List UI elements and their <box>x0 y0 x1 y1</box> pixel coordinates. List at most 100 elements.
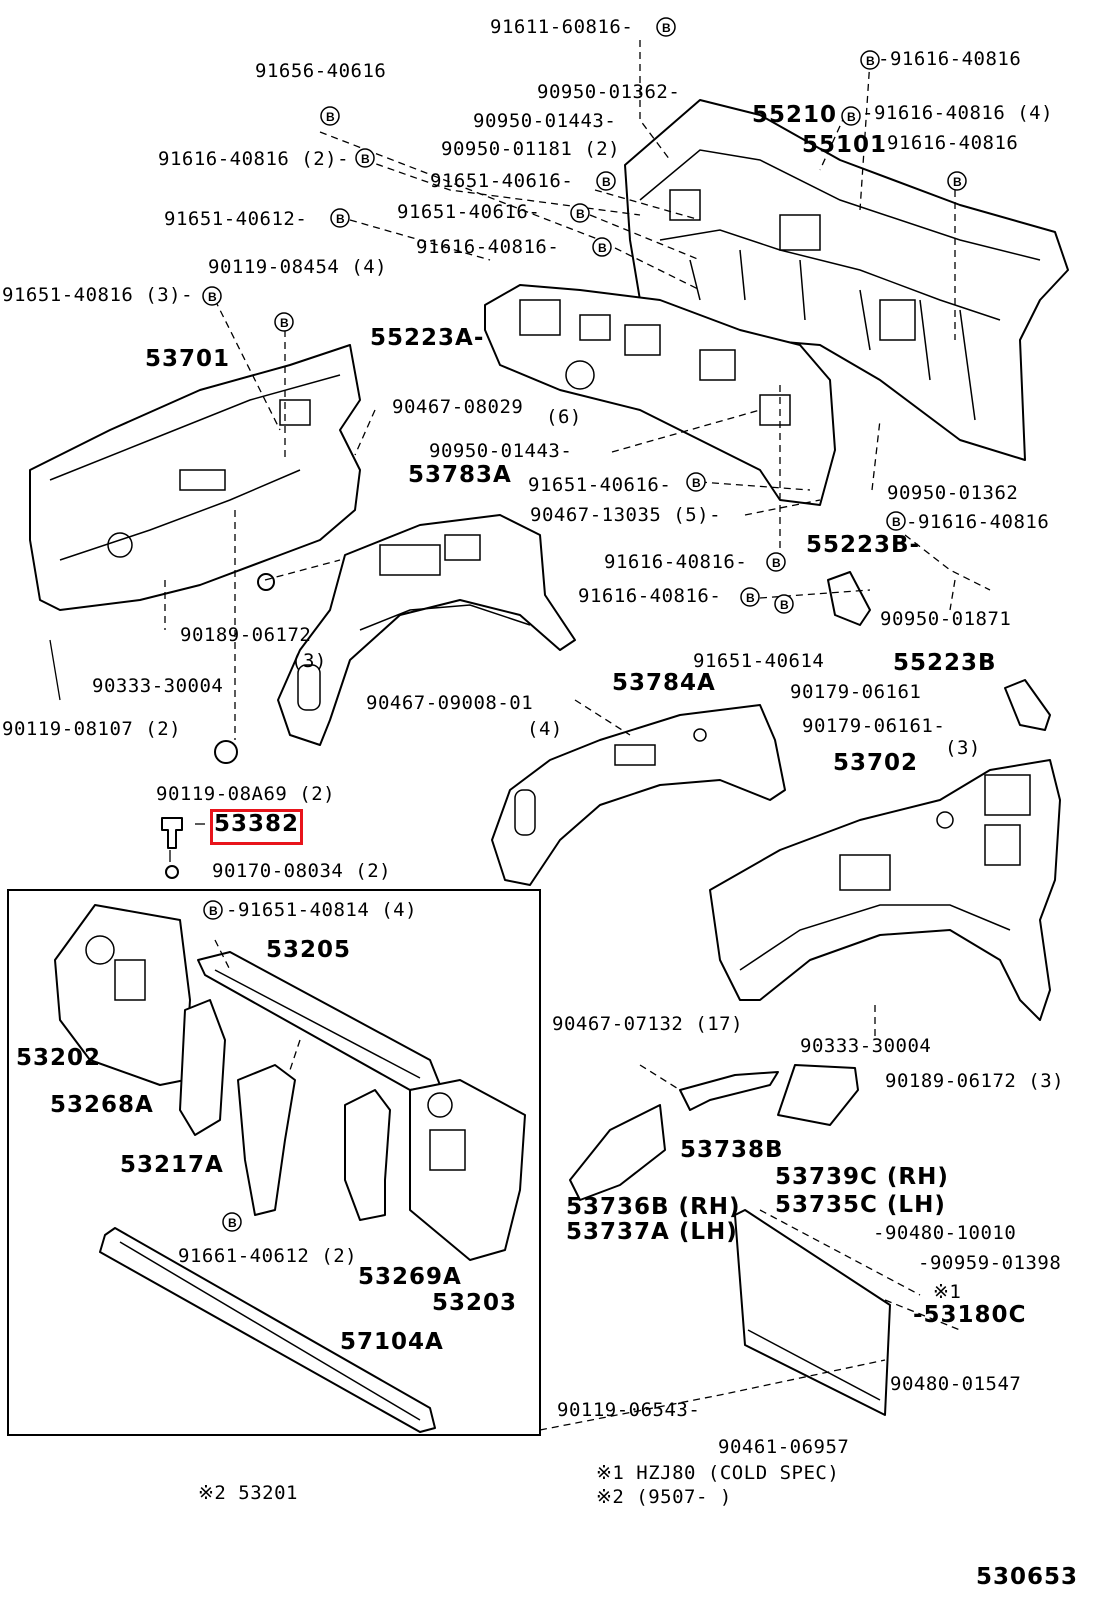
svg-text:B: B <box>953 175 962 189</box>
label-90950-01362-mid: 90950-01362 <box>887 482 1019 504</box>
label-91651-40614: 91651-40614 <box>693 650 825 672</box>
label-90119-08107: 90119-08107 (2) <box>2 718 182 740</box>
label-91616-40816-right: 91616-40816 <box>887 132 1019 154</box>
bolt-marker: B <box>274 312 294 332</box>
label-53180C: -53180C <box>913 1302 1027 1328</box>
label-53736B: 53736B (RH) <box>566 1194 741 1220</box>
bolt-marker: B <box>202 286 222 306</box>
bolt-marker: B <box>766 552 786 572</box>
bolt-marker: B <box>656 17 676 37</box>
deflector-parts-drawing <box>569 571 1051 1416</box>
label-91661-40612: 91661-40612 (2) <box>178 1245 358 1267</box>
label-90333-30004-left: 90333-30004 <box>92 675 224 697</box>
front-panel-parts-drawing <box>54 904 526 1433</box>
label-90119-06543: 90119-06543- <box>557 1399 701 1421</box>
svg-text:B: B <box>746 591 755 605</box>
label-91651-40616-a: 91651-40616- <box>430 170 574 192</box>
label-53201: ※2 53201 <box>198 1482 298 1504</box>
svg-text:B: B <box>336 212 345 226</box>
label-55210: 55210 <box>752 102 838 128</box>
svg-text:B: B <box>866 54 875 68</box>
label-53784A: 53784A <box>612 670 716 696</box>
label-90467-07132: 90467-07132 (17) <box>552 1013 744 1035</box>
bolt-marker: B <box>841 106 861 126</box>
apron-53702-drawing <box>709 759 1061 1021</box>
label-53738B: 53738B <box>680 1137 784 1163</box>
label-90119-08454: 90119-08454 (4) <box>208 256 388 278</box>
bolt-marker: B <box>860 50 880 70</box>
label-90480-01547: 90480-01547 <box>890 1373 1022 1395</box>
bolt-marker: B <box>330 208 350 228</box>
bolt-marker: B <box>686 472 706 492</box>
svg-text:B: B <box>598 241 607 255</box>
label-91651-40814: -91651-40814 (4) <box>226 899 418 921</box>
svg-text:B: B <box>361 152 370 166</box>
bolt-marker: B <box>886 511 906 531</box>
label-55223B: 55223B <box>893 650 997 676</box>
label-53203: 53203 <box>432 1290 518 1316</box>
svg-text:B: B <box>772 556 781 570</box>
label-90119-08A69: 90119-08A69 (2) <box>156 783 336 805</box>
label-90189-06172-3: 90189-06172 (3) <box>885 1070 1065 1092</box>
bracket-53382-drawing <box>161 573 275 879</box>
label-91616-40816-4: -91616-40816 (4) <box>862 102 1054 124</box>
label-91651-40612: 91651-40612- <box>164 208 308 230</box>
svg-text:B: B <box>209 904 218 918</box>
diagram-id: 530653 <box>976 1564 1079 1590</box>
bolt-markers: B B B B B B B B B B B B B B B B B B B <box>202 17 967 1232</box>
bolt-marker: B <box>596 171 616 191</box>
label-90959-01398: -90959-01398 <box>918 1252 1062 1274</box>
svg-text:B: B <box>208 290 217 304</box>
wheelhouse-53783a-drawing <box>277 514 576 746</box>
label-91651-40616-b: 91651-40616- <box>397 201 541 223</box>
bolt-marker: B <box>740 587 760 607</box>
label-53702: 53702 <box>833 750 919 776</box>
note-2: ※2 (9507- ) <box>596 1486 732 1508</box>
svg-text:B: B <box>280 316 289 330</box>
label-91616-40816-top: -91616-40816 <box>878 48 1022 70</box>
svg-text:B: B <box>892 515 901 529</box>
svg-text:B: B <box>662 21 671 35</box>
label-91611-60816: 91611-60816- <box>490 16 634 38</box>
wheelhouse-53784a-drawing <box>491 704 786 886</box>
label-90950-01362-top: 90950-01362- <box>537 81 681 103</box>
label-53735C: 53735C (LH) <box>775 1192 946 1218</box>
label-91616-40816-c: 91616-40816- <box>416 236 560 258</box>
svg-text:B: B <box>326 110 335 124</box>
bolt-marker: B <box>947 171 967 191</box>
insulator-55223a-drawing <box>484 284 836 506</box>
label-55223A: 55223A- <box>370 325 485 351</box>
label-91616-40816-e: 91616-40816- <box>604 551 748 573</box>
label-55101: 55101 <box>802 132 888 158</box>
label-53269A: 53269A <box>358 1264 462 1290</box>
bolt-marker: B <box>203 900 223 920</box>
label-91616-40816-d: -91616-40816 <box>906 511 1050 533</box>
label-91616-40816-f: 91616-40816- <box>578 585 722 607</box>
label-53382-highlighted: 53382 <box>214 811 300 837</box>
label-53701: 53701 <box>145 346 231 372</box>
bolt-marker: B <box>592 237 612 257</box>
note-1: ※1 HZJ80 (COLD SPEC) <box>596 1462 840 1484</box>
label-90467-08029: 90467-08029 <box>392 396 524 418</box>
label-90950-01871: 90950-01871 <box>880 608 1012 630</box>
label-qty-6: (6) <box>546 406 582 428</box>
label-91656-40616: 91656-40616 <box>255 60 387 82</box>
bolt-marker: B <box>355 148 375 168</box>
label-53737A: 53737A (LH) <box>566 1219 738 1245</box>
label-90950-01443-top: 90950-01443- <box>473 110 617 132</box>
svg-text:B: B <box>692 476 701 490</box>
label-91651-40816-3: 91651-40816 (3)- <box>2 284 194 306</box>
label-90333-30004-right: 90333-30004 <box>800 1035 932 1057</box>
svg-text:B: B <box>780 598 789 612</box>
bolt-marker: B <box>222 1212 242 1232</box>
label-55223B-top: 55223B- <box>806 532 921 558</box>
bolt-marker: B <box>320 106 340 126</box>
label-90950-01181: 90950-01181 (2) <box>441 138 621 160</box>
sub-assembly-box <box>7 889 541 1436</box>
label-90189-06172: 90189-06172 <box>180 624 312 646</box>
label-90467-09008-01: 90467-09008-01 <box>366 692 534 714</box>
svg-text:B: B <box>847 110 856 124</box>
label-53268A: 53268A <box>50 1092 154 1118</box>
